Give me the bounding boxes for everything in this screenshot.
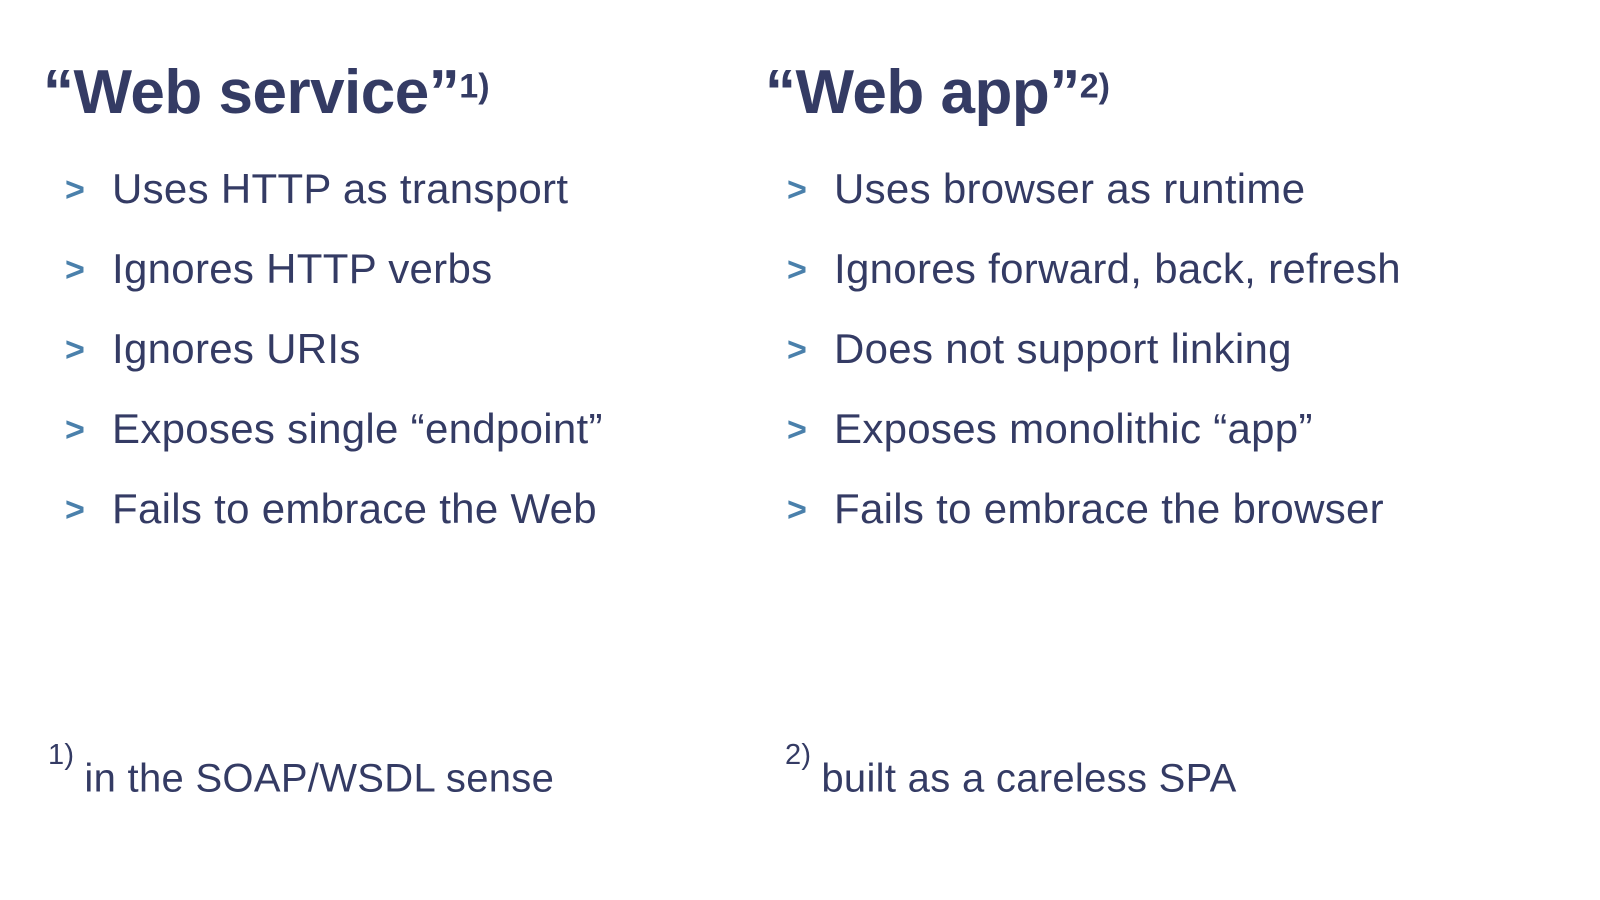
list-item: > Fails to embrace the browser [765,469,1565,549]
bullet-text: Exposes single “endpoint” [112,405,603,453]
footnote-ref-1: 1) [459,67,490,106]
column-web-service: “Web service”1) > Uses HTTP as transport… [43,58,743,549]
list-item: > Uses HTTP as transport [43,149,743,229]
chevron-bullet-icon: > [65,171,85,210]
footnote-web-app: 2) built as a careless SPA [785,739,1237,801]
chevron-bullet-icon: > [65,411,85,450]
column-title-web-service: “Web service”1) [43,58,743,127]
list-item: > Uses browser as runtime [765,149,1565,229]
list-item: > Does not support linking [765,309,1565,389]
footnote-text: in the SOAP/WSDL sense [84,756,555,801]
chevron-bullet-icon: > [787,331,807,370]
bullet-text: Ignores forward, back, refresh [834,245,1401,293]
footnote-marker-1: 1) [48,739,75,771]
footnote-ref-2: 2) [1079,67,1111,106]
footnote-text: built as a careless SPA [821,756,1237,801]
bullet-text: Ignores HTTP verbs [112,245,493,293]
bullet-text: Fails to embrace the browser [834,485,1384,533]
bullet-list-web-app: > Uses browser as runtime > Ignores forw… [765,149,1565,549]
chevron-bullet-icon: > [787,251,807,290]
column-title-web-app: “Web app”2) [765,58,1565,127]
bullet-text: Does not support linking [834,325,1292,373]
bullet-text: Uses HTTP as transport [112,165,569,213]
list-item: > Exposes single “endpoint” [43,389,743,469]
bullet-text: Ignores URIs [112,325,361,373]
chevron-bullet-icon: > [65,251,85,290]
footnote-marker-2: 2) [785,739,812,771]
footnote-web-service: 1) in the SOAP/WSDL sense [48,739,555,801]
list-item: > Ignores URIs [43,309,743,389]
list-item: > Fails to embrace the Web [43,469,743,549]
list-item: > Ignores HTTP verbs [43,229,743,309]
chevron-bullet-icon: > [787,411,807,450]
column-title-text: “Web app” [765,58,1080,127]
bullet-text: Exposes monolithic “app” [834,405,1313,453]
list-item: > Exposes monolithic “app” [765,389,1565,469]
chevron-bullet-icon: > [65,331,85,370]
column-title-text: “Web service” [43,58,460,127]
chevron-bullet-icon: > [787,491,807,530]
bullet-list-web-service: > Uses HTTP as transport > Ignores HTTP … [43,149,743,549]
list-item: > Ignores forward, back, refresh [765,229,1565,309]
bullet-text: Uses browser as runtime [834,165,1306,213]
chevron-bullet-icon: > [65,491,85,530]
column-web-app: “Web app”2) > Uses browser as runtime > … [765,58,1565,549]
bullet-text: Fails to embrace the Web [112,485,597,533]
chevron-bullet-icon: > [787,171,807,210]
